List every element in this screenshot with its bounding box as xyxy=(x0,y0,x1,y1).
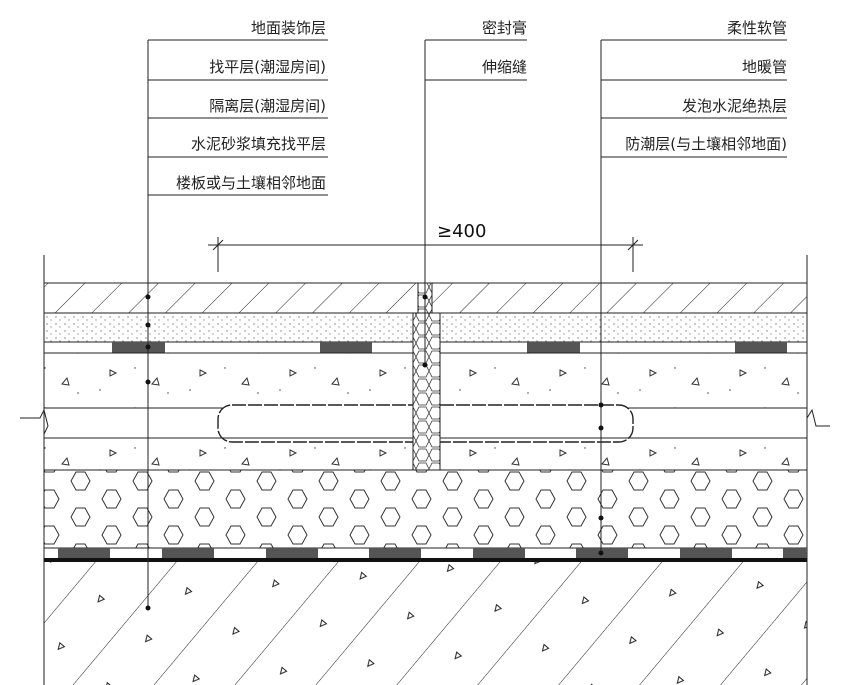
ground-slab xyxy=(44,562,807,685)
label-heating-pipe: 地暖管 xyxy=(741,58,787,76)
label-expansion-joint: 伸缩缝 xyxy=(481,58,527,76)
label-flexible-hose: 柔性软管 xyxy=(726,19,787,37)
label-leveling-layer: 找平层(潮湿房间) xyxy=(209,58,326,76)
label-floor-finish: 地面装饰层 xyxy=(250,19,326,37)
isolation-blocks xyxy=(112,342,787,353)
label-sealant: 密封膏 xyxy=(481,19,527,37)
leader-dots xyxy=(145,294,604,611)
dimension-label: ≥400 xyxy=(437,221,487,242)
foam-cement-insulation xyxy=(43,469,808,549)
label-floor-slab: 楼板或与土壤相邻地面 xyxy=(175,174,326,192)
label-foam-insulation: 发泡水泥绝热层 xyxy=(681,97,787,115)
label-mortar-fill: 水泥砂浆填充找平层 xyxy=(190,135,326,153)
label-moisture-barrier: 防潮层(与土壤相邻地面) xyxy=(625,135,787,153)
label-isolation-layer: 隔离层(潮湿房间) xyxy=(209,97,326,115)
moisture-barrier-blocks xyxy=(58,548,807,558)
break-lines xyxy=(20,408,830,438)
